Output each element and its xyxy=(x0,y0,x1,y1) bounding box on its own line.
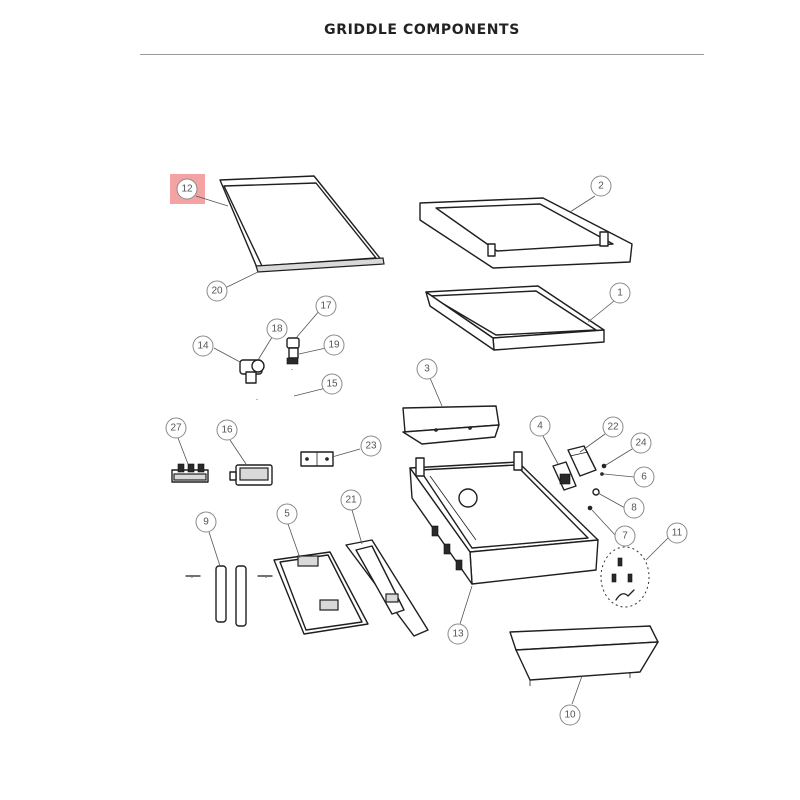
svg-text:23: 23 xyxy=(365,441,377,452)
callout-16: 16 xyxy=(216,419,238,441)
drip-tray-drawing xyxy=(425,285,605,351)
valve-assembly-drawing xyxy=(239,337,300,384)
svg-text:12: 12 xyxy=(181,184,193,195)
svg-text:3: 3 xyxy=(424,364,430,375)
svg-text:2: 2 xyxy=(598,181,604,192)
svg-text:27: 27 xyxy=(170,423,182,434)
callout-21: 21 xyxy=(340,489,362,511)
callout-10: 10 xyxy=(559,704,581,726)
terminal-block-drawing xyxy=(171,463,209,483)
callout-2: 2 xyxy=(590,175,612,197)
support-rail-drawing xyxy=(345,539,429,637)
callout-19: 19 xyxy=(323,334,345,356)
callout-9: 9 xyxy=(195,511,217,533)
firebox-drawing xyxy=(409,451,599,585)
svg-text:14: 14 xyxy=(197,341,209,352)
callout-27: 27 xyxy=(165,417,187,439)
callout-23: 23 xyxy=(360,435,382,457)
svg-text:18: 18 xyxy=(271,324,283,335)
heat-shield-drawing xyxy=(273,551,369,635)
callout-11: 11 xyxy=(666,522,688,544)
svg-text:19: 19 xyxy=(328,340,340,351)
svg-text:5: 5 xyxy=(284,509,290,520)
svg-text:17: 17 xyxy=(320,301,332,312)
svg-text:9: 9 xyxy=(203,517,209,528)
svg-text:6: 6 xyxy=(641,472,647,483)
callout-7: 7 xyxy=(614,525,636,547)
callout-3: 3 xyxy=(416,358,438,380)
h-burner-drawing xyxy=(185,565,273,644)
callout-8: 8 xyxy=(623,497,645,519)
title-divider xyxy=(140,54,704,55)
callout-12: 12 xyxy=(176,178,198,200)
callout-15: 15 xyxy=(321,373,343,395)
front-trough-drawing xyxy=(509,625,659,686)
page-title: GRIDDLE COMPONENTS xyxy=(324,22,520,38)
svg-text:7: 7 xyxy=(622,531,628,542)
burner-tube-drawing xyxy=(255,369,294,430)
griddle-plate-drawing xyxy=(219,175,385,273)
callout-22: 22 xyxy=(602,416,624,438)
svg-text:8: 8 xyxy=(631,503,637,514)
callout-18: 18 xyxy=(266,318,288,340)
callout-20: 20 xyxy=(206,280,228,302)
callout-6: 6 xyxy=(633,466,655,488)
callout-1: 1 xyxy=(609,282,631,304)
svg-text:20: 20 xyxy=(211,286,223,297)
leader-lines xyxy=(177,195,669,705)
hinge-drawing xyxy=(300,451,334,467)
bracket-drawing xyxy=(402,405,500,445)
top-frame-drawing xyxy=(419,197,633,269)
igniter-module-drawing xyxy=(229,464,273,486)
callout-17: 17 xyxy=(315,295,337,317)
svg-text:22: 22 xyxy=(607,422,619,433)
svg-text:4: 4 xyxy=(537,421,543,432)
svg-text:15: 15 xyxy=(326,379,338,390)
svg-text:16: 16 xyxy=(221,425,233,436)
callout-4: 4 xyxy=(529,415,551,437)
callout-5: 5 xyxy=(276,503,298,525)
svg-text:13: 13 xyxy=(452,629,464,640)
svg-text:1: 1 xyxy=(617,288,623,299)
svg-text:21: 21 xyxy=(345,495,357,506)
callout-13: 13 xyxy=(447,623,469,645)
fastener-kit-drawing xyxy=(600,546,650,608)
small-hardware-drawing xyxy=(552,445,607,511)
svg-text:10: 10 xyxy=(564,710,576,721)
svg-text:11: 11 xyxy=(672,528,683,539)
callout-14: 14 xyxy=(192,335,214,357)
callout-24: 24 xyxy=(630,432,652,454)
svg-text:24: 24 xyxy=(635,438,647,449)
